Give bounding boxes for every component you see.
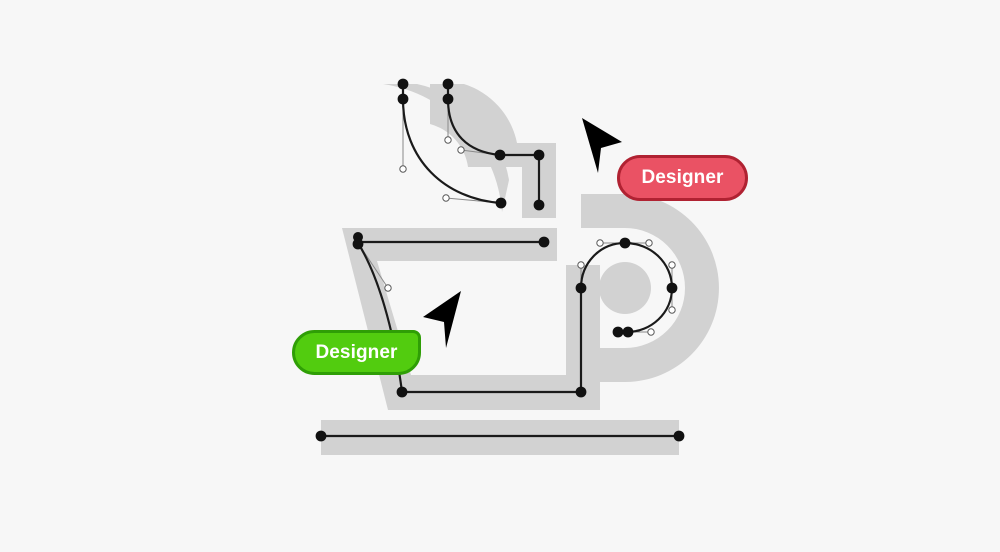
anchor-saucer-right[interactable] — [673, 430, 685, 442]
anchor-steam-inner-ctrl[interactable] — [442, 93, 454, 105]
shape-fill-layer — [321, 84, 719, 455]
anchor-steam-inner-corner[interactable] — [494, 149, 506, 161]
collaborator-label-designer-green[interactable]: Designer — [292, 330, 421, 375]
handle-point-steam-outer-b[interactable] — [442, 194, 450, 202]
anchor-steam-outer-end[interactable] — [495, 197, 507, 209]
handle-point-loop-left-up[interactable] — [577, 261, 585, 269]
handle-point-loop-top-l[interactable] — [596, 239, 604, 247]
anchor-cup-right-upper[interactable] — [575, 282, 587, 294]
anchor-handle-right[interactable] — [666, 282, 678, 294]
handle-point-cup-left[interactable] — [384, 284, 392, 292]
anchor-steam-outer-ctrl[interactable] — [397, 93, 409, 105]
handle-point-loop-right-up[interactable] — [668, 261, 676, 269]
anchor-cup-bottom-left[interactable] — [396, 386, 408, 398]
anchor-steam-outer-start[interactable] — [397, 78, 409, 90]
anchor-steam-inner-start[interactable] — [442, 78, 454, 90]
cup-handle-loop-shape[interactable] — [581, 194, 719, 382]
saucer-bar-shape[interactable] — [321, 420, 679, 455]
anchor-handle-bottom-dup[interactable] — [622, 326, 634, 338]
cup-body-shape[interactable] — [342, 228, 600, 410]
handle-point-layer — [384, 136, 676, 336]
path-steam-outer[interactable] — [401, 82, 503, 205]
path-handle-loop[interactable] — [579, 241, 674, 334]
anchor-steam-inner-bottom[interactable] — [533, 199, 545, 211]
anchor-cup-top-left[interactable] — [352, 238, 364, 250]
anchor-handle-top[interactable] — [619, 237, 631, 249]
handle-point-steam-outer-a[interactable] — [399, 165, 407, 173]
collaborator-label-text: Designer — [641, 167, 724, 188]
cursor-arrow-icon-designer-green[interactable] — [423, 291, 461, 348]
handle-point-loop-top-r[interactable] — [645, 239, 653, 247]
collaborator-cursor-layer — [423, 118, 622, 348]
collaborator-label-text: Designer — [315, 341, 398, 363]
handle-point-steam-inner-b[interactable] — [457, 146, 465, 154]
handle-point-loop-bottom-r[interactable] — [647, 328, 655, 336]
anchor-saucer-left[interactable] — [315, 430, 327, 442]
handle-point-steam-inner-a[interactable] — [444, 136, 452, 144]
cursor-arrow-icon-designer-red[interactable] — [582, 118, 622, 173]
anchor-cup-bottom-right[interactable] — [575, 386, 587, 398]
steam-arc-inner-shape[interactable] — [430, 84, 556, 218]
cup-right-wall-shape[interactable] — [566, 265, 600, 410]
anchor-steam-inner-right[interactable] — [533, 149, 545, 161]
anchor-point-layer — [315, 78, 685, 442]
handle-point-loop-right-dn[interactable] — [668, 306, 676, 314]
anchor-handle-bottom[interactable] — [612, 326, 624, 338]
collaborator-label-designer-red[interactable]: Designer — [617, 155, 748, 201]
anchor-cup-top-right[interactable] — [538, 236, 550, 248]
